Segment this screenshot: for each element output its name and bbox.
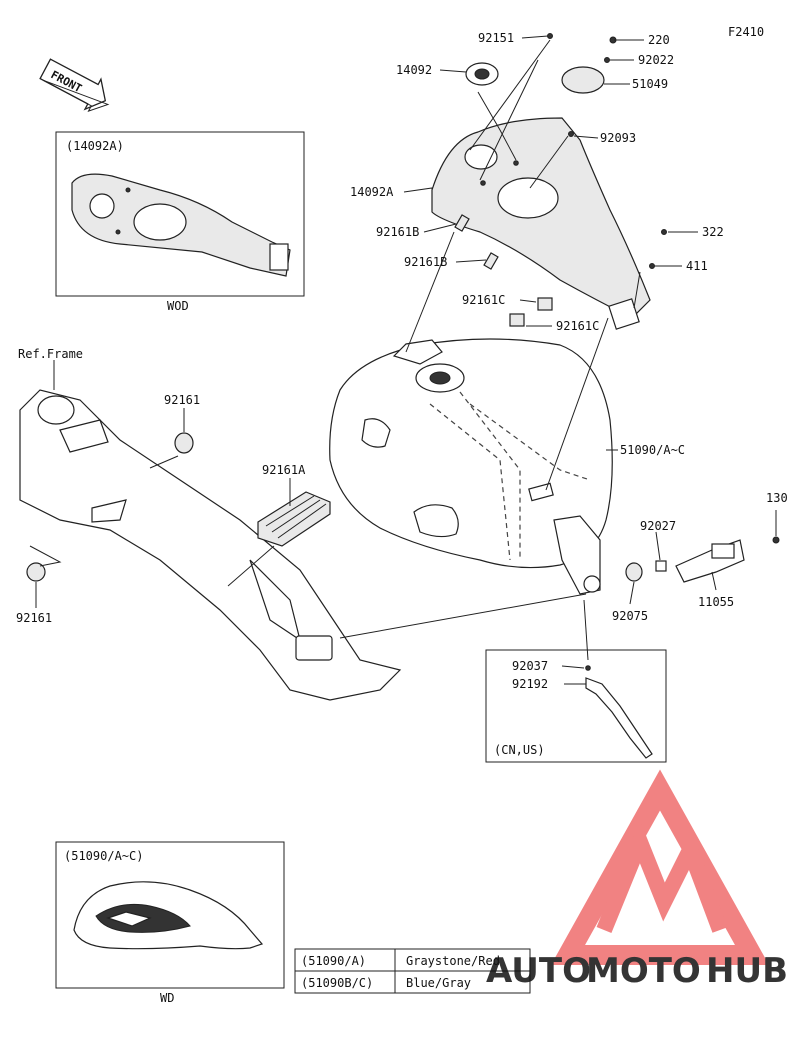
label-92151: 92151 [478, 31, 514, 45]
color-name-1: Graystone/Red [406, 954, 500, 968]
label-92161-upper: 92161 [164, 393, 200, 407]
washer-92022 [604, 57, 610, 63]
ref-frame-label: Ref.Frame [18, 347, 83, 361]
bolt-130 [772, 536, 780, 544]
label-92161B-a: 92161B [376, 225, 419, 239]
label-92093: 92093 [600, 131, 636, 145]
front-arrow-icon: FRONT [39, 58, 110, 112]
label-92161-lower: 92161 [16, 611, 52, 625]
cnus-inset: (CN,US) [485, 649, 667, 763]
grommet-92161-upper [174, 432, 194, 454]
label-14092A: 14092A [350, 185, 394, 199]
label-92192: 92192 [512, 677, 548, 691]
color-name-2: Blue/Gray [406, 976, 471, 990]
pad-92161B-2 [483, 252, 499, 270]
fuel-tank-51090 [329, 338, 613, 595]
label-92161A: 92161A [262, 463, 306, 477]
pad-92161C-2 [509, 313, 525, 327]
frame-ref [19, 389, 402, 701]
cnus-caption: (CN,US) [494, 743, 545, 757]
wd-inset-ref: (51090/A~C) [64, 849, 143, 863]
label-92027: 92027 [640, 519, 676, 533]
bracket-11055 [675, 539, 745, 583]
label-322: 322 [702, 225, 724, 239]
label-92022: 92022 [638, 53, 674, 67]
grommet-92161-lower [26, 562, 46, 582]
label-51090: 51090/A~C [620, 443, 685, 457]
color-code-1: (51090/A) [301, 954, 366, 968]
watermark-part2: MOTO [586, 951, 701, 991]
wod-inset: (14092A) WOD [55, 131, 305, 313]
leader-lines [29, 35, 777, 685]
pad-92161B-1 [454, 214, 470, 232]
label-11055: 11055 [698, 595, 734, 609]
label-92075: 92075 [612, 609, 648, 623]
label-92161C-b: 92161C [556, 319, 599, 333]
automotohub-watermark-logo: AUTO MOTO HUB [486, 769, 788, 991]
bolt-92151 [547, 33, 553, 39]
label-411: 411 [686, 259, 708, 273]
label-92037: 92037 [512, 659, 548, 673]
figure-code: F2410 [728, 25, 764, 39]
label-130: 130 [766, 491, 788, 505]
wod-caption: WOD [167, 299, 189, 313]
cap-14092 [465, 62, 499, 86]
wod-inset-ref: (14092A) [66, 139, 124, 153]
color-table: (51090/A) Graystone/Red (51090B/C) Blue/… [294, 948, 531, 994]
pad-92161C-1 [537, 297, 553, 311]
rubber-92161A [257, 491, 331, 547]
bushing-92075 [625, 562, 643, 582]
nut-92093 [568, 131, 574, 137]
wd-inset: (51090/A~C) WD [55, 841, 285, 1005]
color-code-2: (51090B/C) [301, 976, 373, 990]
part-labels: 92151 220 92022 14092 51049 92093 14092A… [16, 31, 788, 691]
label-51049: 51049 [632, 77, 668, 91]
watermark-part1: AUTO [486, 951, 591, 991]
wd-caption: WD [160, 991, 174, 1005]
collar-92027 [655, 560, 667, 572]
label-92161B-b: 92161B [404, 255, 447, 269]
label-14092: 14092 [396, 63, 432, 77]
watermark-part3: HUB [706, 951, 788, 991]
tank-cover-14092A [431, 117, 651, 330]
washer-411 [649, 263, 655, 269]
label-220: 220 [648, 33, 670, 47]
cap-51049 [561, 66, 605, 94]
label-92161C-a: 92161C [462, 293, 505, 307]
bolt-322 [661, 229, 667, 235]
